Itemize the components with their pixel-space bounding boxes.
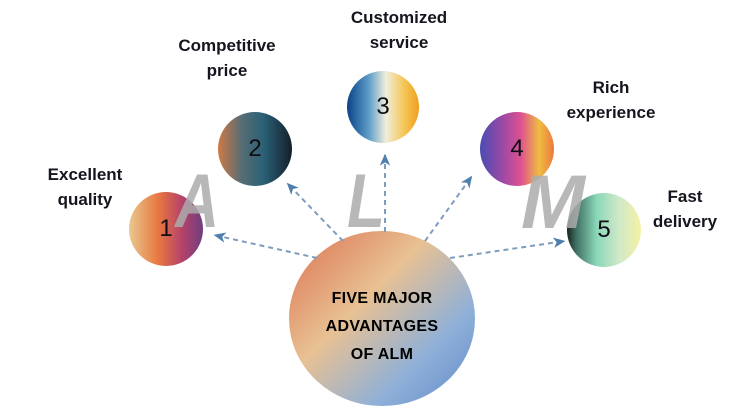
advantage-circle-3: 3 xyxy=(347,71,419,143)
circle-number: 3 xyxy=(376,93,390,120)
arrow-to-circle-2 xyxy=(286,182,344,242)
center-title-line: OF ALM xyxy=(350,345,414,363)
center-title-line: FIVE MAJOR xyxy=(331,289,433,307)
arrow-to-circle-5 xyxy=(449,237,566,259)
circle-number: 4 xyxy=(510,135,524,162)
label-line: service xyxy=(369,33,429,52)
label-line: Rich xyxy=(592,78,630,97)
advantage-circle-2: 2 xyxy=(218,112,292,186)
circle-number: 2 xyxy=(248,135,262,162)
label-line: Customized xyxy=(350,8,448,27)
label-excellent-quality: Excellent quality xyxy=(15,162,155,212)
label-line: experience xyxy=(566,103,656,122)
arrow-to-circle-4 xyxy=(424,175,473,242)
arrow-to-circle-1 xyxy=(213,232,318,259)
center-title-line: ADVANTAGES xyxy=(325,317,439,335)
circle-number: 5 xyxy=(597,216,611,243)
advantage-circle-5: 5 xyxy=(567,193,641,267)
label-line: Excellent xyxy=(47,165,123,184)
label-rich-experience: Rich experience xyxy=(541,75,681,125)
label-line: Competitive xyxy=(178,36,276,55)
label-line: price xyxy=(206,61,248,80)
label-customized-service: Customized service xyxy=(329,5,469,55)
label-line: Fast xyxy=(667,187,703,206)
label-fast-delivery: Fast delivery xyxy=(615,184,741,234)
advantage-circle-4: 4 xyxy=(480,112,554,186)
label-line: quality xyxy=(57,190,113,209)
label-line: delivery xyxy=(652,212,718,231)
label-competitive-price: Competitive price xyxy=(157,33,297,83)
circle-number: 1 xyxy=(159,215,173,242)
advantage-circle-1: 1 xyxy=(129,192,203,266)
center-circle: FIVE MAJOR ADVANTAGES OF ALM xyxy=(289,231,475,406)
